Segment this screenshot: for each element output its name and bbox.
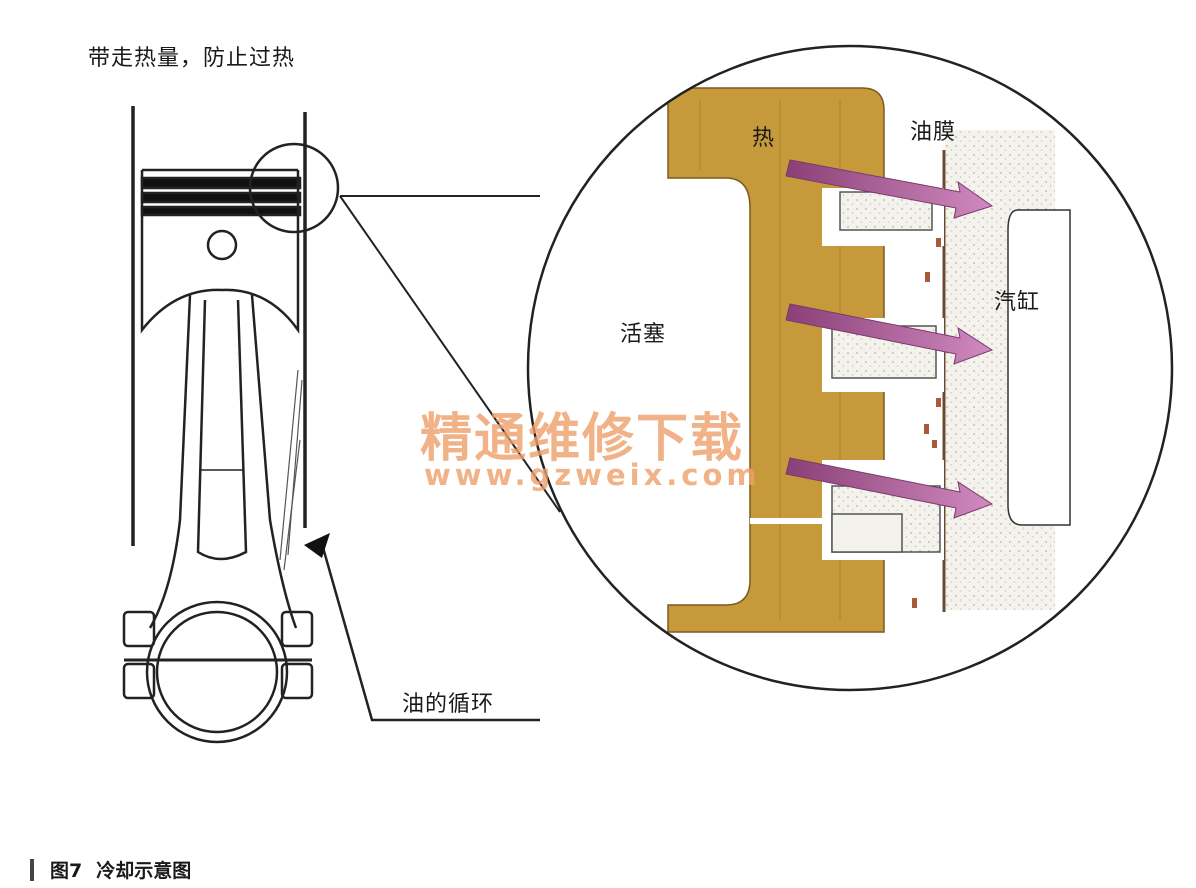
- oil-film-label: 油膜: [910, 120, 957, 145]
- piston-ring-1: [140, 176, 302, 190]
- big-end-inner: [155, 610, 279, 734]
- heat-arrows: [785, 159, 994, 519]
- oil-droplets: [912, 238, 941, 608]
- oil-circulation-label: 油的循环: [402, 692, 495, 717]
- watermark-url: www.gzweix.com: [424, 458, 761, 492]
- figure-title: 冷却示意图: [96, 860, 192, 882]
- detail-circle-large: [526, 44, 1174, 692]
- magnified-detail: [667, 87, 1071, 633]
- big-end-outer: [145, 600, 289, 744]
- oil-pointer-arrowhead: [304, 533, 330, 558]
- figure-caption: 图7 冷却示意图: [30, 856, 191, 883]
- watermark-title: 精通维修下载: [420, 409, 745, 469]
- oil-pointer-line: [320, 543, 540, 722]
- cylinder-label: 汽缸: [994, 290, 1041, 315]
- piston-ring-2: [140, 191, 302, 204]
- detail-circle-small: [248, 142, 340, 234]
- heat-label: 热: [752, 126, 776, 151]
- caption-bar: [30, 859, 34, 881]
- detail-connector: [339, 195, 561, 513]
- figure-number: 图7: [50, 860, 83, 882]
- piston-assembly: [122, 106, 314, 744]
- top-note: 带走热量，防止过热: [88, 46, 296, 71]
- piston-label: 活塞: [620, 322, 667, 347]
- piston-pin: [206, 229, 238, 261]
- piston-ring-3: [140, 205, 302, 217]
